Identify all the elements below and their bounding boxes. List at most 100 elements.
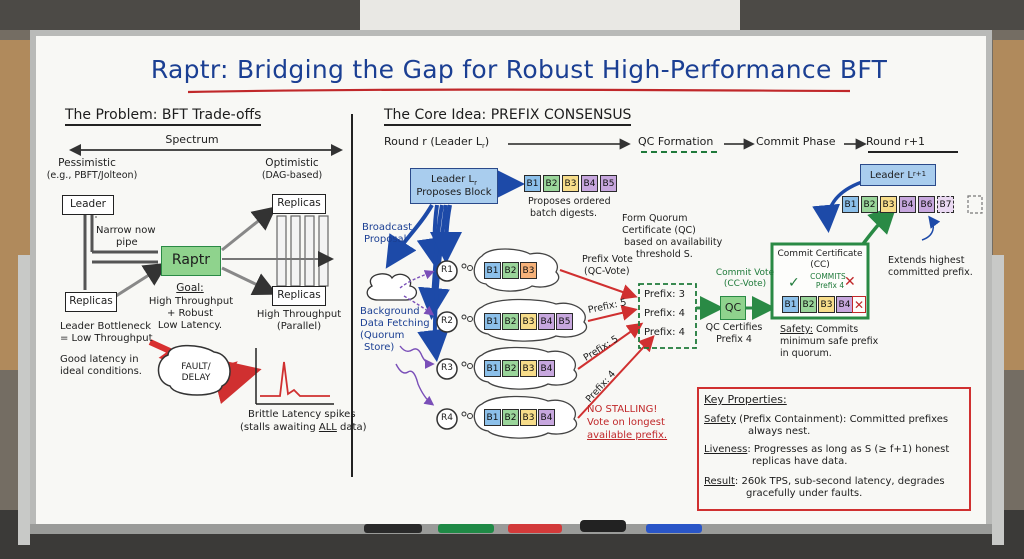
block-b4: B4 xyxy=(581,175,598,192)
r4-block-b1: B1 xyxy=(484,409,501,426)
broadcast-line-1: Broadcast xyxy=(362,222,413,233)
commit-vote-line-1: Commit Vote xyxy=(715,268,775,278)
round-next-label: Round r+1 xyxy=(866,135,926,148)
prefix-vote-line-1: Prefix Vote xyxy=(582,254,633,265)
liveness-property-line-2: replicas have data. xyxy=(752,456,848,467)
background-line-1: Background xyxy=(360,306,420,317)
r1-block-b1: B1 xyxy=(484,262,501,279)
core-heading: The Core Idea: PREFIX CONSENSUS xyxy=(384,107,632,126)
delay-label: DELAY xyxy=(181,373,211,383)
next-block-b3: B3 xyxy=(880,196,897,213)
background-line-3: (Quorum xyxy=(360,330,405,341)
proposes-ordered-line-1: Proposes ordered xyxy=(528,196,611,207)
fault-label: FAULT/ xyxy=(181,362,211,372)
liveness-property: Liveness: Progresses as long as S (≥ f+1… xyxy=(704,444,950,455)
cc-block-b2: B2 xyxy=(800,296,817,313)
cc-block-rejected-icon: ✕ xyxy=(852,296,866,313)
r2-block-b3: B3 xyxy=(520,313,537,330)
blue-marker[interactable] xyxy=(646,524,702,533)
r2-block-b5: B5 xyxy=(556,313,573,330)
leader-box: Leader xyxy=(62,195,114,215)
block-b3: B3 xyxy=(562,175,579,192)
goal-label: Goal: xyxy=(176,282,204,294)
safety-note-line-1: Safety: Commits xyxy=(780,324,859,335)
cc-block-b3: B3 xyxy=(818,296,835,313)
extends-line-1: Extends highest xyxy=(888,255,965,266)
eraser[interactable] xyxy=(580,520,626,532)
r4-block-b2: B2 xyxy=(502,409,519,426)
r3-block-b4: B4 xyxy=(538,360,555,377)
goal-line-2: + Robust xyxy=(167,308,213,319)
r4-block-b3: B3 xyxy=(520,409,537,426)
qc-prefix-1: Prefix: 3 xyxy=(644,289,686,300)
r2-block-b2: B2 xyxy=(502,313,519,330)
r2-block-b1: B1 xyxy=(484,313,501,330)
form-qc-line-4: threshold S. xyxy=(636,249,693,260)
block-b1: B1 xyxy=(524,175,541,192)
qc-prefix-3: Prefix: 4 xyxy=(644,327,686,338)
cc-title-line-1: Commit Certificate xyxy=(777,249,863,259)
raptr-box: Raptr xyxy=(161,246,221,276)
problem-heading: The Problem: BFT Trade-offs xyxy=(65,107,262,126)
no-stalling-line-2: Vote on longest xyxy=(587,417,665,428)
replicas-box-pessimistic: Replicas xyxy=(65,292,117,312)
qc-box: QC xyxy=(720,296,746,320)
goal-line-1: High Throughput xyxy=(148,296,234,307)
qc-certifies-line-1: QC Certifies xyxy=(705,322,763,333)
high-throughput-line-2: (Parallel) xyxy=(276,321,322,332)
narrow-pipe-label-2: pipe xyxy=(116,237,138,248)
check-icon: ✓ xyxy=(788,275,800,291)
prefix-vote-line-2: (QC-Vote) xyxy=(584,266,630,277)
optimistic-examples: (DAG-based) xyxy=(261,170,323,181)
replica-r4: R4 xyxy=(441,413,453,423)
form-qc-line-2: Certificate (QC) xyxy=(622,225,696,236)
pessimistic-examples: (e.g., PBFT/Jolteon) xyxy=(46,170,138,181)
safety-note-line-3: in quorum. xyxy=(780,348,832,359)
safety-note-line-2: minimum safe prefix xyxy=(780,336,879,347)
good-latency-line-1: Good latency in xyxy=(60,354,139,365)
black-marker[interactable] xyxy=(364,524,422,533)
next-block-b2: B2 xyxy=(861,196,878,213)
leader-proposes-box: Leader Lr Proposes Block xyxy=(410,168,498,204)
brittle-line-2: (stalls awaiting ALL data) xyxy=(240,422,367,433)
cc-block-b4: B4 xyxy=(836,296,853,313)
pessimistic-label: Pessimistic xyxy=(58,157,116,169)
cc-block-b1: B1 xyxy=(782,296,799,313)
r3-block-b2: B2 xyxy=(502,360,519,377)
round-r-label: Round r (Leader Lr) xyxy=(384,135,490,151)
high-throughput-line-1: High Throughput xyxy=(256,309,342,320)
result-property: Result: 260k TPS, sub-second latency, de… xyxy=(704,476,945,487)
cc-commits: COMMITS xyxy=(810,272,846,281)
r1-block-b2: B2 xyxy=(502,262,519,279)
no-stalling-line-1: NO STALLING! xyxy=(587,404,658,415)
no-stalling-line-3: available prefix. xyxy=(587,430,668,441)
bottleneck-line-2: = Low Throughput xyxy=(60,333,153,344)
qc-certifies-line-2: Prefix 4 xyxy=(716,334,752,345)
brittle-line-1: Brittle Latency spikes xyxy=(248,409,356,420)
safety-property-line-2: always nest. xyxy=(748,426,811,437)
next-block-b4: B4 xyxy=(899,196,916,213)
page-title: Raptr: Bridging the Gap for Robust High-… xyxy=(150,55,888,84)
r1-block-b3: B3 xyxy=(520,262,537,279)
form-qc-line-1: Form Quorum xyxy=(622,213,688,224)
replica-r1: R1 xyxy=(441,265,453,275)
replicas-box-optimistic: Replicas xyxy=(272,286,326,306)
replica-r3: R3 xyxy=(441,363,453,373)
cc-title-line-2: (CC) xyxy=(810,260,830,270)
optimistic-label: Optimistic xyxy=(265,157,319,169)
extends-line-2: committed prefix. xyxy=(888,267,973,278)
proposes-ordered-line-2: batch digests. xyxy=(530,208,598,219)
r3-block-b3: B3 xyxy=(520,360,537,377)
red-marker[interactable] xyxy=(508,524,562,533)
replica-r2: R2 xyxy=(441,316,453,326)
all-emphasis: ALL xyxy=(318,422,337,433)
block-b5: B5 xyxy=(600,175,617,192)
qc-formation-label: QC Formation xyxy=(638,135,714,148)
good-latency-line-2: ideal conditions. xyxy=(60,366,142,377)
narrow-pipe-label: Narrow now xyxy=(96,225,156,236)
green-marker[interactable] xyxy=(438,524,494,533)
replicas-box-top: Replicas xyxy=(272,194,326,214)
